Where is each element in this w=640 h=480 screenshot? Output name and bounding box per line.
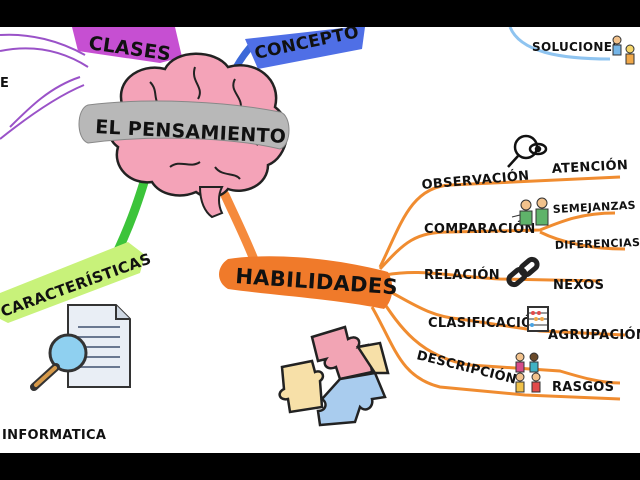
related-semejanzas: SEMEJANZAS bbox=[552, 199, 636, 216]
clases-node[interactable]: CLASES bbox=[72, 27, 182, 65]
related-agrupacion: AGRUPACIÓN bbox=[548, 327, 640, 343]
habilidades-node[interactable]: HABILIDADES bbox=[219, 256, 399, 309]
related-nexos: NEXOS bbox=[553, 278, 604, 293]
left-letter: E bbox=[0, 76, 9, 91]
footer-text: INFORMATICA bbox=[2, 428, 106, 443]
skill-comparacion: COMPARACIÓN bbox=[424, 221, 536, 237]
chain-link-icon bbox=[506, 256, 540, 288]
skill-observacion: OBSERVACIÓN bbox=[421, 168, 530, 193]
skill-branch-lines bbox=[370, 175, 626, 401]
skill-clasificacion: CLASIFICACIÓN bbox=[428, 315, 544, 331]
related-diferencias: DIFERENCIAS bbox=[555, 236, 640, 252]
purple-branch-lines bbox=[0, 33, 89, 140]
people-comparison-icon bbox=[511, 197, 549, 226]
orange-branch-line bbox=[220, 190, 260, 267]
puzzle-icon bbox=[278, 325, 390, 427]
magnifier-eye-icon bbox=[507, 134, 548, 168]
related-atencion: ATENCIÓN bbox=[551, 157, 628, 177]
related-rasgos: RASGOS bbox=[552, 380, 614, 395]
soluciones-label: SOLUCIONES bbox=[532, 40, 621, 54]
people-icon bbox=[612, 35, 635, 65]
abacus-icon bbox=[527, 306, 549, 332]
skill-relacion: RELACIÓN bbox=[424, 267, 500, 283]
mind-map-svg: E CLASES CONCEPTO SOLUCIONES bbox=[0, 27, 640, 443]
document-magnifier-icon bbox=[30, 304, 131, 391]
mind-map-canvas: E CLASES CONCEPTO SOLUCIONES bbox=[0, 27, 640, 453]
concepto-node[interactable]: CONCEPTO bbox=[245, 27, 365, 69]
central-title-banner[interactable]: EL PENSAMIENTO bbox=[78, 100, 290, 150]
soluciones-node[interactable]: SOLUCIONES bbox=[508, 27, 635, 65]
people-figures-icon bbox=[515, 352, 541, 393]
